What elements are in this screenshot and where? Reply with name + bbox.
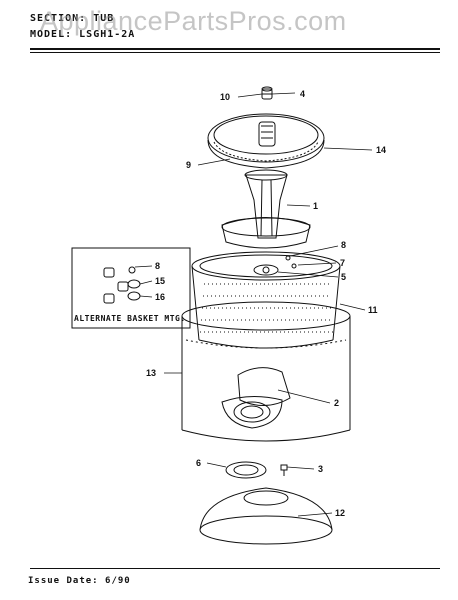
section-label: SECTION: <box>30 13 87 24</box>
callout-10: 10 <box>220 92 230 102</box>
callout-4: 4 <box>300 89 305 99</box>
callout-2: 2 <box>334 398 339 408</box>
agitator-cap-part <box>261 86 273 100</box>
model-label: MODEL: <box>30 29 73 40</box>
gasket-part <box>225 461 267 479</box>
bolt-part <box>280 464 288 476</box>
inset-callout-16: 16 <box>155 292 165 302</box>
callout-6: 6 <box>196 458 201 468</box>
callout-13: 13 <box>146 368 156 378</box>
section-line: SECTION: TUB <box>30 13 114 24</box>
inset-callout-15: 15 <box>155 276 165 286</box>
issue-value: 6/90 <box>105 576 131 586</box>
model-value: LSGH1-2A <box>79 29 136 40</box>
agitator-part <box>221 121 311 249</box>
issue-label: Issue Date: <box>28 576 99 586</box>
callout-9: 9 <box>186 160 191 170</box>
section-value: TUB <box>93 13 115 24</box>
watermark-text: AppliancePartsPros.com <box>40 6 347 36</box>
callout-7: 7 <box>340 258 345 268</box>
basket-part <box>191 251 341 349</box>
callout-1: 1 <box>313 201 318 211</box>
issue-date: Issue Date: 6/90 <box>28 576 131 586</box>
leader-lines <box>134 92 373 517</box>
callout-14: 14 <box>376 145 386 155</box>
header-rule-top <box>30 48 440 50</box>
header-rule-bottom <box>30 52 440 53</box>
footer-rule <box>30 568 440 569</box>
callout-labels: 10 4 14 9 1 8 7 5 11 13 2 6 3 12 8 15 16 <box>146 89 386 518</box>
drain-housing-part <box>221 367 291 429</box>
base-dome-part <box>199 487 333 545</box>
callout-11: 11 <box>368 305 378 315</box>
model-line: MODEL: LSGH1-2A <box>30 29 135 40</box>
inset-label: ALTERNATE BASKET MTG. <box>74 314 186 323</box>
tub-ring-part <box>207 113 325 169</box>
callout-3: 3 <box>318 464 323 474</box>
callout-12: 12 <box>335 508 345 518</box>
callout-5: 5 <box>341 272 346 282</box>
outer-tub-part <box>181 301 351 442</box>
callout-8: 8 <box>341 240 346 250</box>
inset-callout-8: 8 <box>155 261 160 271</box>
